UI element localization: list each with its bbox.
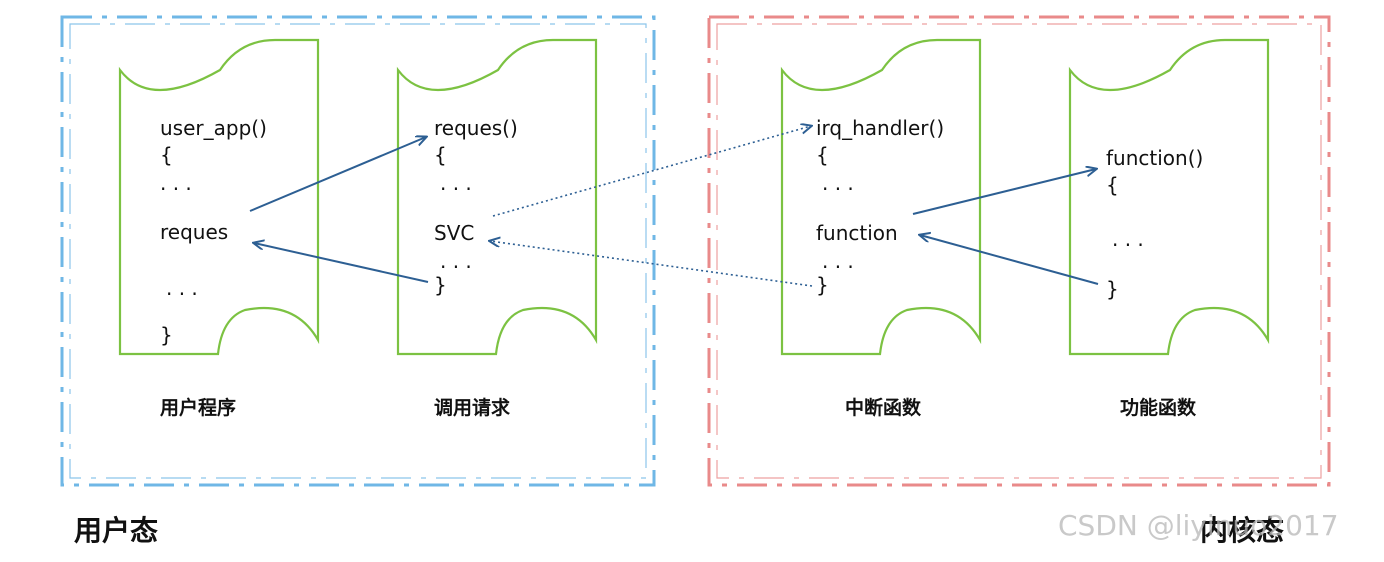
code-line: user_app(): [160, 116, 267, 140]
call-arrows: [249, 126, 1099, 287]
scroll-caption: 功能函数: [1120, 396, 1197, 419]
arrow-return-to-reques: [254, 243, 429, 283]
code-line: }: [434, 273, 447, 297]
code-line: }: [1106, 277, 1119, 301]
scroll-caption: 用户程序: [160, 396, 236, 419]
code-line: . . .: [822, 171, 854, 195]
code-line: reques: [160, 220, 228, 244]
code-line: . . .: [1112, 227, 1144, 251]
watermark-text: CSDN @liyinuo2017: [1058, 509, 1339, 542]
code-line: function: [816, 221, 898, 245]
kernel-space-region: [707, 15, 1331, 487]
kernel-space-title: 内核态: [1200, 514, 1284, 547]
scroll-user-program: user_app() { . . . reques . . . } 用户程序: [118, 38, 320, 419]
user-space-region: [60, 15, 656, 487]
scroll-interrupt-handler: irq_handler() { . . . function . . . } 中…: [780, 38, 982, 419]
code-line: {: [160, 143, 173, 167]
arrow-function-return: [920, 235, 1099, 285]
code-line: . . .: [160, 171, 192, 195]
scroll-caption: 调用请求: [434, 396, 511, 419]
code-line: {: [1106, 173, 1119, 197]
code-line: reques(): [434, 116, 518, 140]
code-line: {: [434, 143, 447, 167]
code-line: . . .: [822, 249, 854, 273]
code-line: SVC: [434, 221, 474, 245]
code-line: . . .: [440, 171, 472, 195]
code-line: irq_handler(): [816, 116, 944, 140]
code-line: }: [160, 323, 173, 347]
code-line: . . .: [166, 276, 198, 300]
arrow-irq-return-to-svc: [490, 241, 813, 287]
code-line: . . .: [440, 249, 472, 273]
user-space-title: 用户态: [74, 514, 158, 547]
scroll-function: function() { . . . } 功能函数: [1068, 38, 1270, 419]
arrow-function-call: [912, 169, 1096, 215]
arrow-reques-to-reques-fn: [249, 137, 426, 212]
scroll-caption: 中断函数: [845, 396, 922, 419]
code-line: {: [816, 143, 829, 167]
code-line: function(): [1106, 146, 1203, 170]
arrow-svc-to-irq-handler: [492, 126, 811, 217]
scroll-call-request: reques() { . . . SVC . . . } 调用请求: [396, 38, 598, 419]
code-line: }: [816, 273, 829, 297]
